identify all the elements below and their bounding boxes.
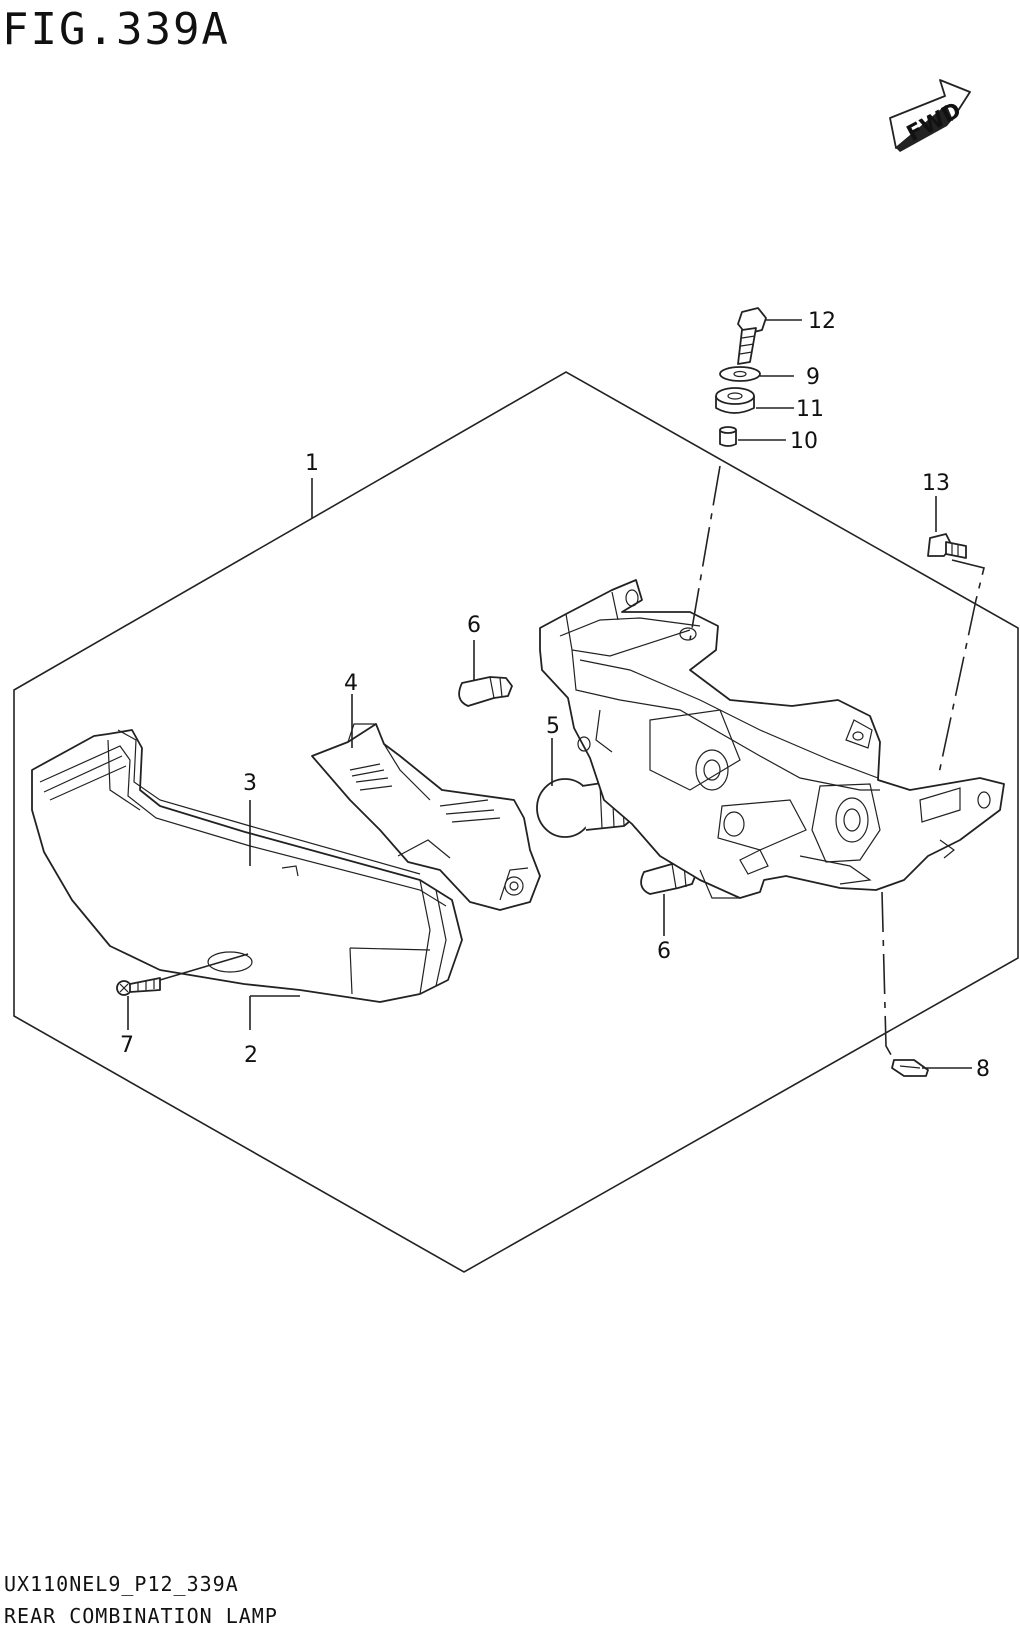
callout-7: 7 [120, 1033, 134, 1058]
callout-9: 9 [806, 365, 820, 390]
callout-6-top: 6 [467, 613, 481, 638]
diagram-code: UX110NEL9_P12_339A [4, 1572, 239, 1596]
callout-8: 8 [976, 1057, 990, 1082]
callout-2: 2 [244, 1043, 258, 1068]
screw-part-13 [927, 533, 967, 559]
washer-part-9 [719, 366, 761, 382]
screw-part-7 [116, 977, 161, 996]
callout-10: 10 [790, 429, 818, 454]
callout-4: 4 [344, 671, 358, 696]
grommet-part-11 [715, 387, 755, 414]
callout-13: 13 [922, 471, 950, 496]
fwd-arrow-icon: FWD [889, 79, 971, 152]
figure-title: FIG.339A [2, 4, 230, 55]
lamp-body-bracket [539, 579, 1005, 899]
assembly-outline [13, 371, 1019, 1273]
diagram-title: REAR COMBINATION LAMP [4, 1604, 278, 1628]
inner-reflector-part [311, 723, 541, 911]
callout-12: 12 [808, 309, 836, 334]
callout-11: 11 [796, 397, 824, 422]
clip-nut-part-8 [891, 1059, 929, 1077]
lens-housing-part [31, 729, 463, 1003]
callout-3: 3 [243, 771, 257, 796]
callout-5: 5 [546, 714, 560, 739]
collar-part-10 [719, 426, 737, 447]
leader-lines [127, 319, 985, 1069]
bolt-part-12 [737, 307, 767, 365]
callout-6-bottom: 6 [657, 939, 671, 964]
wedge-bulb-top-part [458, 676, 513, 707]
callout-1: 1 [305, 451, 319, 476]
